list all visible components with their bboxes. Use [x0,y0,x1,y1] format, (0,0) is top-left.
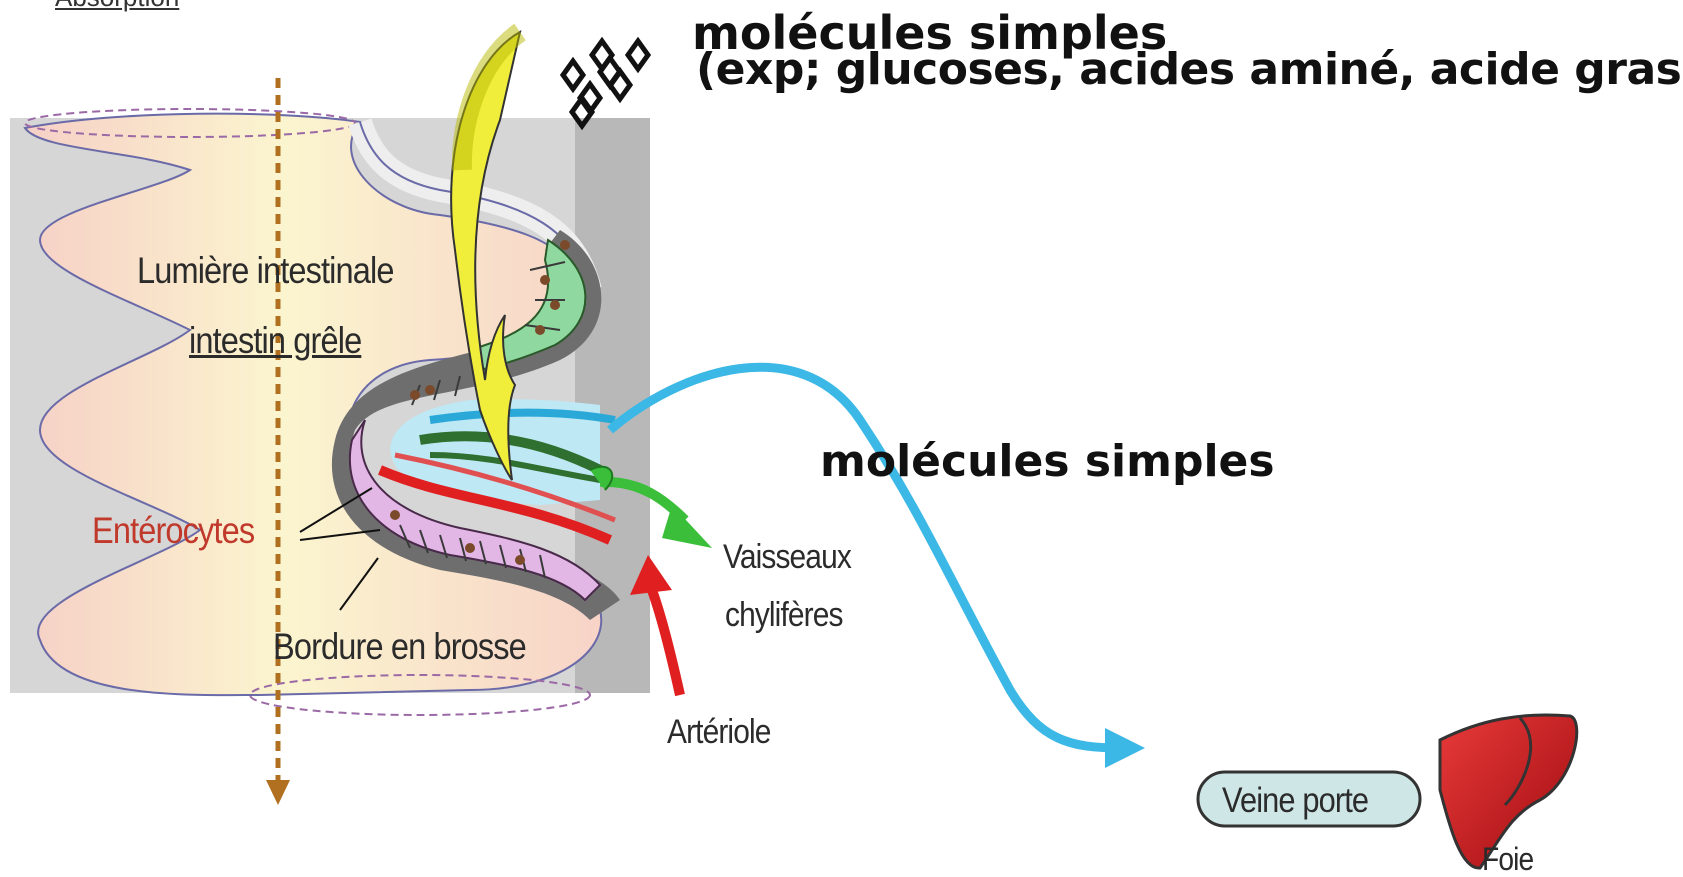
molecule-cluster [563,41,648,126]
label-vaisseaux: Vaisseaux [723,540,851,574]
label-intestin: intestin grêle [189,322,361,359]
label-foie: Foie [1482,843,1533,875]
label-lumiere: Lumière intestinale [137,252,394,289]
label-chyliferes: chylifères [725,598,843,632]
heading-absorption: Absorption [55,0,179,10]
absorption-arrow-head [266,780,290,805]
arteriole-vessel [650,585,680,695]
label-enterocytes: Entérocytes [92,512,254,549]
middle-molecules-label: molécules simples [820,440,1275,484]
label-bordure: Bordure en brosse [273,628,526,665]
label-veine-porte: Veine porte [1222,783,1368,818]
title-line2: (exp; glucoses, acides aminé, acide gras… [696,48,1683,92]
label-arteriole: Artériole [667,715,770,749]
portal-vein-arrow [610,367,1120,748]
portal-vein-arrowhead [1105,728,1145,768]
